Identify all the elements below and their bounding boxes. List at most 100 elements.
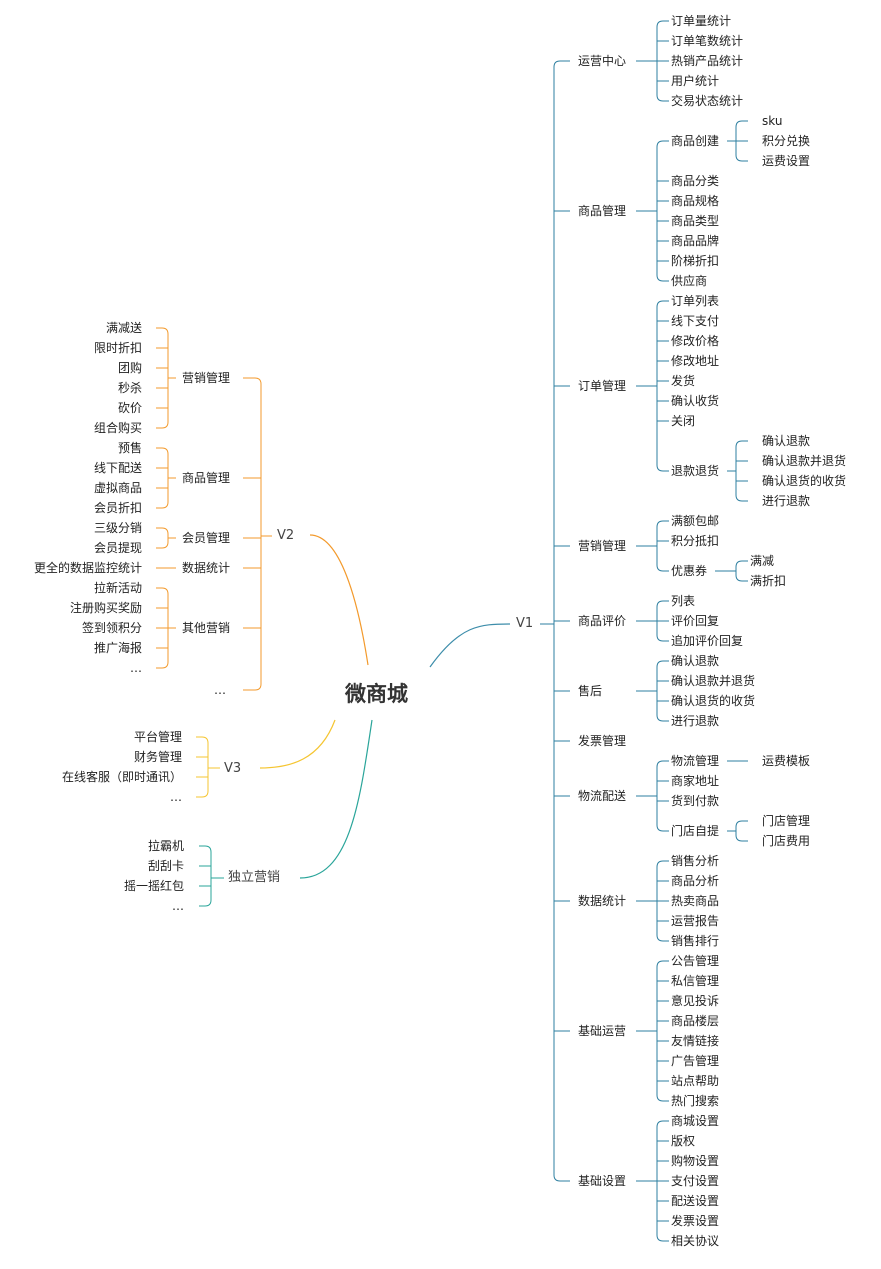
v1-leaf[interactable]: 积分抵扣 <box>671 534 720 548</box>
v3-leaf[interactable]: 平台管理 <box>133 730 182 744</box>
v1-leaf[interactable]: 商城设置 <box>671 1114 720 1128</box>
branch-v2-label[interactable]: V2 <box>277 528 295 543</box>
v1-subleaf[interactable]: 进行退款 <box>762 494 811 508</box>
v1-node[interactable]: 商品管理 <box>578 204 627 218</box>
v1-leaf[interactable]: 友情链接 <box>671 1034 720 1048</box>
v1-node[interactable]: 基础运营 <box>578 1024 627 1038</box>
v2-leaf[interactable]: 团购 <box>117 361 142 375</box>
branch-v3-label[interactable]: V3 <box>224 761 242 776</box>
v1-leaf[interactable]: 确认退款并退货 <box>671 674 756 688</box>
branch-v1-label[interactable]: V1 <box>516 616 534 631</box>
v1-node[interactable]: 营销管理 <box>578 539 627 553</box>
v1-leaf[interactable]: 阶梯折扣 <box>671 254 720 268</box>
v1-leaf[interactable]: 销售排行 <box>671 934 720 948</box>
v1-node[interactable]: 物流配送 <box>578 789 627 803</box>
v2-leaf[interactable]: … <box>130 661 142 675</box>
v2-leaf[interactable]: 签到领积分 <box>81 621 142 635</box>
v1-subleaf[interactable]: 运费模板 <box>762 754 811 768</box>
v1-leaf[interactable]: 发票设置 <box>671 1214 720 1228</box>
v2-leaf[interactable]: 三级分销 <box>93 521 142 535</box>
v1-leaf[interactable]: 商品楼层 <box>671 1014 720 1028</box>
v1-node[interactable]: 订单管理 <box>578 379 627 393</box>
v1-leaf[interactable]: 修改价格 <box>671 334 720 348</box>
v1-subleaf[interactable]: 确认退款并退货 <box>762 454 847 468</box>
v1-node[interactable]: 商品评价 <box>578 614 627 628</box>
v2-node[interactable]: 商品管理 <box>182 471 231 485</box>
v1-leaf[interactable]: 运营报告 <box>671 914 720 928</box>
v2-leaf[interactable]: 限时折扣 <box>93 341 142 355</box>
v1-leaf[interactable]: 相关协议 <box>671 1234 720 1248</box>
v1-leaf[interactable]: 商品类型 <box>671 214 720 228</box>
v2-leaf[interactable]: 预售 <box>117 441 142 455</box>
v1-leaf[interactable]: 发货 <box>671 374 696 388</box>
v1-leaf[interactable]: 站点帮助 <box>671 1074 720 1088</box>
v1-subleaf[interactable]: 满折扣 <box>750 574 787 588</box>
v1-leaf[interactable]: 确认退款 <box>671 654 720 668</box>
v1-leaf[interactable]: 订单列表 <box>671 294 720 308</box>
v1-leaf[interactable]: 销售分析 <box>671 854 720 868</box>
v2-leaf[interactable]: 推广海报 <box>93 641 142 655</box>
root-node[interactable]: 微商城 <box>345 682 408 706</box>
v1-leaf[interactable]: 广告管理 <box>671 1054 720 1068</box>
v1-leaf[interactable]: 商家地址 <box>671 774 720 788</box>
v1-leaf[interactable]: 列表 <box>671 594 696 608</box>
v1-leaf[interactable]: 商品创建 <box>671 134 720 148</box>
v1-leaf[interactable]: 修改地址 <box>671 354 720 368</box>
v1-subleaf[interactable]: 运费设置 <box>762 154 811 168</box>
v1-leaf[interactable]: 配送设置 <box>671 1194 720 1208</box>
v1-leaf[interactable]: 进行退款 <box>671 714 720 728</box>
v1-leaf[interactable]: 货到付款 <box>671 794 720 808</box>
v1-leaf[interactable]: 满额包邮 <box>671 514 720 528</box>
v1-leaf[interactable]: 评价回复 <box>671 614 720 628</box>
v1-leaf[interactable]: 线下支付 <box>671 314 720 328</box>
v1-leaf[interactable]: 购物设置 <box>671 1154 720 1168</box>
v2-leaf[interactable]: 砍价 <box>117 401 142 415</box>
v2-leaf[interactable]: 会员折扣 <box>93 501 142 515</box>
v1-leaf[interactable]: 热卖商品 <box>671 894 720 908</box>
v2-leaf[interactable]: 满减送 <box>105 321 142 335</box>
v2-leaf[interactable]: 虚拟商品 <box>93 481 142 495</box>
v1-leaf[interactable]: 订单笔数统计 <box>671 34 744 48</box>
v3-leaf[interactable]: … <box>170 790 182 804</box>
v1-leaf[interactable]: 确认退货的收货 <box>671 694 756 708</box>
v2-node[interactable]: 营销管理 <box>182 371 231 385</box>
v2-leaf[interactable]: 更全的数据监控统计 <box>33 561 142 575</box>
indep-leaf[interactable]: … <box>172 899 184 913</box>
v1-node[interactable]: 售后 <box>578 684 603 698</box>
v1-subleaf[interactable]: 确认退货的收货 <box>762 474 847 488</box>
v1-leaf[interactable]: 优惠券 <box>671 564 708 578</box>
v1-subleaf[interactable]: 确认退款 <box>762 434 811 448</box>
v2-ellipsis[interactable]: … <box>214 683 226 697</box>
v1-leaf[interactable]: 版权 <box>671 1134 696 1148</box>
v1-leaf[interactable]: 私信管理 <box>671 974 720 988</box>
v1-node[interactable]: 运营中心 <box>578 54 627 68</box>
v3-leaf[interactable]: 在线客服（即时通讯） <box>61 770 182 784</box>
v2-leaf[interactable]: 会员提现 <box>93 541 142 555</box>
v2-leaf[interactable]: 组合购买 <box>93 421 142 435</box>
v1-leaf[interactable]: 商品分析 <box>671 874 720 888</box>
v2-node[interactable]: 数据统计 <box>182 561 231 575</box>
indep-leaf[interactable]: 刮刮卡 <box>147 859 184 873</box>
v2-node[interactable]: 其他营销 <box>182 621 231 635</box>
v2-node[interactable]: 会员管理 <box>182 531 231 545</box>
v1-leaf[interactable]: 交易状态统计 <box>671 94 744 108</box>
v1-leaf[interactable]: 意见投诉 <box>671 994 720 1008</box>
v1-node[interactable]: 数据统计 <box>578 894 627 908</box>
v1-leaf[interactable]: 商品品牌 <box>671 234 720 248</box>
v1-subleaf[interactable]: 门店费用 <box>762 834 811 848</box>
v1-subleaf[interactable]: 满减 <box>750 554 775 568</box>
v1-subleaf[interactable]: sku <box>762 114 783 128</box>
v2-leaf[interactable]: 注册购买奖励 <box>69 601 142 615</box>
indep-leaf[interactable]: 拉霸机 <box>147 839 184 853</box>
v1-leaf[interactable]: 物流管理 <box>671 754 720 768</box>
v3-leaf[interactable]: 财务管理 <box>133 750 182 764</box>
v1-leaf[interactable]: 热销产品统计 <box>671 54 744 68</box>
v1-leaf[interactable]: 公告管理 <box>671 954 720 968</box>
v1-leaf[interactable]: 用户统计 <box>671 74 720 88</box>
v1-leaf[interactable]: 订单量统计 <box>671 14 732 28</box>
v1-node[interactable]: 发票管理 <box>578 734 627 748</box>
v1-subleaf[interactable]: 门店管理 <box>762 814 811 828</box>
v1-leaf[interactable]: 商品分类 <box>671 174 720 188</box>
v1-node[interactable]: 基础设置 <box>578 1174 627 1188</box>
v1-leaf[interactable]: 支付设置 <box>671 1174 720 1188</box>
